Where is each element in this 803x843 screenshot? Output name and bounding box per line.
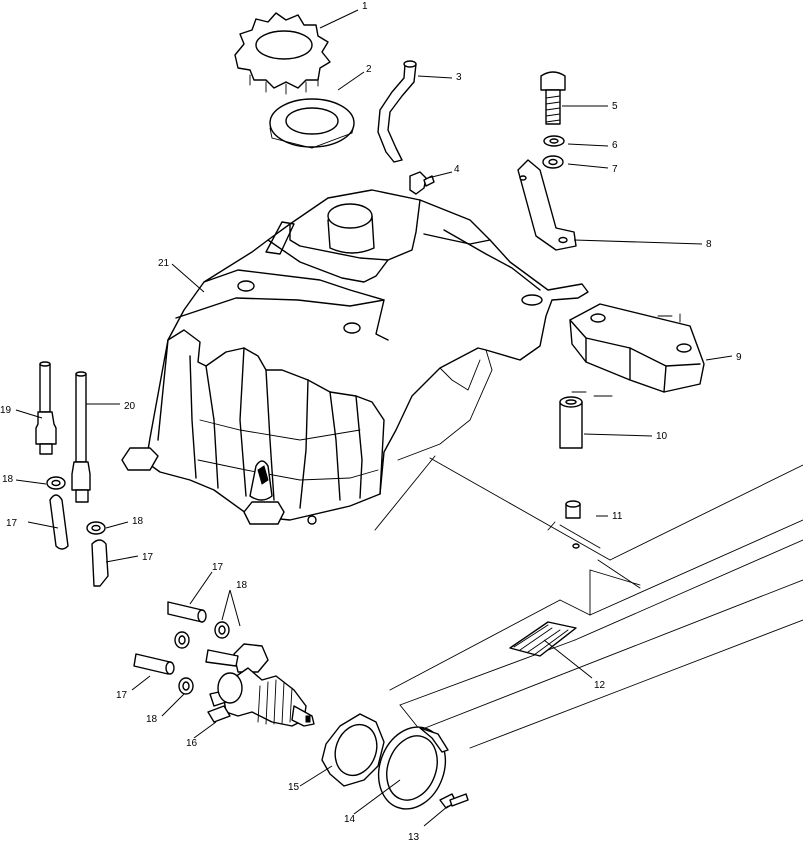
fuel-line-center — [91, 539, 109, 587]
callout-17-left: 17 — [6, 518, 18, 529]
hose-clamp-left — [46, 476, 66, 490]
bezel-ring — [377, 726, 449, 810]
callout-8: 8 — [706, 239, 712, 250]
callout-13: 13 — [408, 832, 420, 843]
bushing — [565, 500, 581, 549]
tank-bracket — [517, 159, 577, 251]
callout-9: 9 — [736, 352, 742, 363]
spacer-block — [569, 303, 705, 397]
callout-21: 21 — [158, 258, 170, 269]
hose-clamp-valve-2 — [214, 621, 230, 639]
fuel-line-valve-upper — [167, 601, 207, 623]
vent-hose — [377, 60, 417, 163]
frame-tunnel — [374, 455, 803, 749]
callouts: 1 2 3 4 5 6 7 8 9 10 11 12 13 14 15 16 1… — [0, 1, 742, 843]
fuel-line-fitting — [35, 361, 57, 455]
fuel-line-valve-lower — [133, 653, 175, 675]
callout-19: 19 — [0, 405, 12, 416]
callout-1: 1 — [362, 1, 368, 12]
callout-7: 7 — [612, 164, 618, 175]
leader-lines — [15, 9, 733, 827]
callout-2: 2 — [366, 64, 372, 75]
callout-16: 16 — [186, 738, 198, 749]
callout-18-left: 18 — [2, 474, 14, 485]
callout-10: 10 — [656, 431, 668, 442]
callout-17-center: 17 — [142, 552, 154, 563]
fuel-line-lower-left — [49, 494, 69, 550]
callout-18-center: 18 — [132, 516, 144, 527]
callout-20: 20 — [124, 401, 136, 412]
callout-4: 4 — [454, 164, 460, 175]
callout-18-valve-lower: 18 — [146, 714, 158, 725]
decal — [509, 621, 577, 657]
lock-washer — [542, 155, 564, 169]
callout-14: 14 — [344, 814, 356, 825]
callout-6: 6 — [612, 140, 618, 151]
callout-18-valve-top: 18 — [236, 580, 248, 591]
mounting-screw — [439, 793, 469, 809]
callout-5: 5 — [612, 101, 618, 112]
flat-washer — [543, 135, 565, 147]
fuel-valve — [205, 643, 315, 727]
callout-11: 11 — [612, 511, 623, 522]
callout-17-valve-upper: 17 — [212, 562, 224, 573]
fuel-cap — [234, 12, 331, 95]
vent-fitting — [409, 171, 435, 195]
fuel-line-fitting-long — [71, 371, 91, 503]
mount-bolt — [540, 71, 566, 125]
cap-gasket — [269, 98, 355, 149]
callout-12: 12 — [594, 680, 606, 691]
fuel-tank — [121, 189, 589, 525]
hose-clamp-center — [86, 521, 106, 535]
callout-3: 3 — [456, 72, 462, 83]
callout-15: 15 — [288, 782, 300, 793]
lock-nut — [321, 713, 385, 787]
spacer-tube — [559, 396, 583, 449]
hose-clamp-valve-1 — [174, 631, 190, 649]
callout-17-valve-lower: 17 — [116, 690, 128, 701]
hose-clamp-valve-3 — [178, 677, 194, 695]
